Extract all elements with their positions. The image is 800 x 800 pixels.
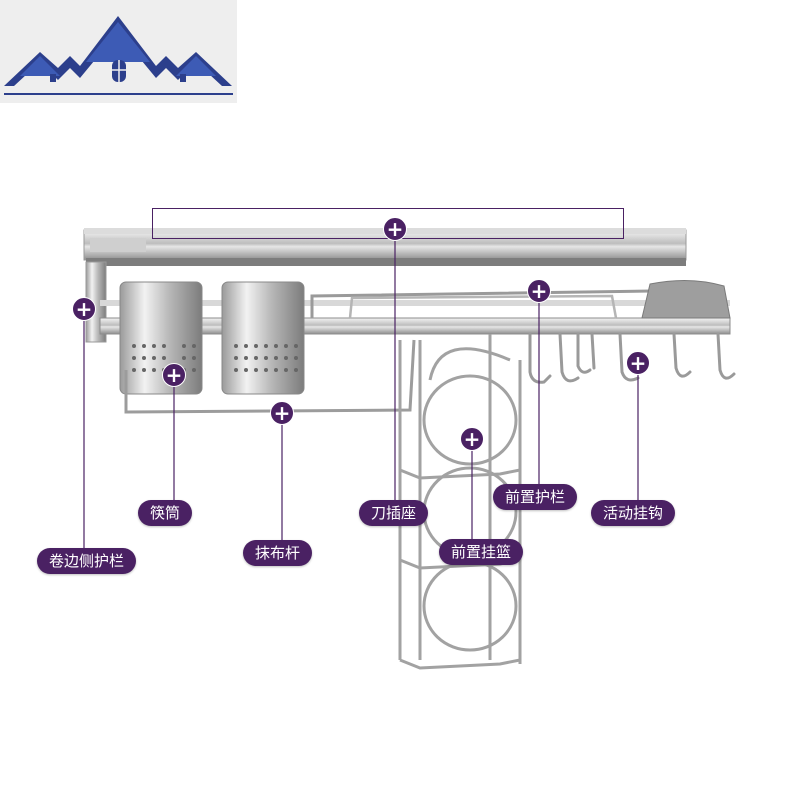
label-towel-bar: 抹布杆 [243,540,313,566]
house-roofs-logo [4,16,233,95]
label-rolled-side-guard: 卷边侧护栏 [37,548,137,574]
label-knife-block: 刀插座 [359,500,429,526]
plus-marker-knife-block[interactable]: + [383,217,407,241]
chopstick-cups [119,281,305,395]
label-movable-hooks: 活动挂钩 [591,500,676,526]
plus-marker-side-guard[interactable]: + [72,297,96,321]
plus-marker-front-basket[interactable]: + [460,427,484,451]
plus-marker-movable-hooks[interactable]: + [626,351,650,375]
label-front-guardrail: 前置护栏 [493,484,578,510]
label-chopstick-holder: 筷筒 [138,500,193,526]
plus-marker-towel-bar[interactable]: + [270,401,294,425]
towel-bar [124,339,416,414]
plus-marker-chopstick-holder[interactable]: + [162,363,186,387]
hooks [528,332,736,384]
label-front-basket: 前置挂篮 [439,539,524,565]
callout-leader-lines [83,230,639,548]
plus-marker-front-guardrail[interactable]: + [527,279,551,303]
brand-logo [0,0,237,103]
